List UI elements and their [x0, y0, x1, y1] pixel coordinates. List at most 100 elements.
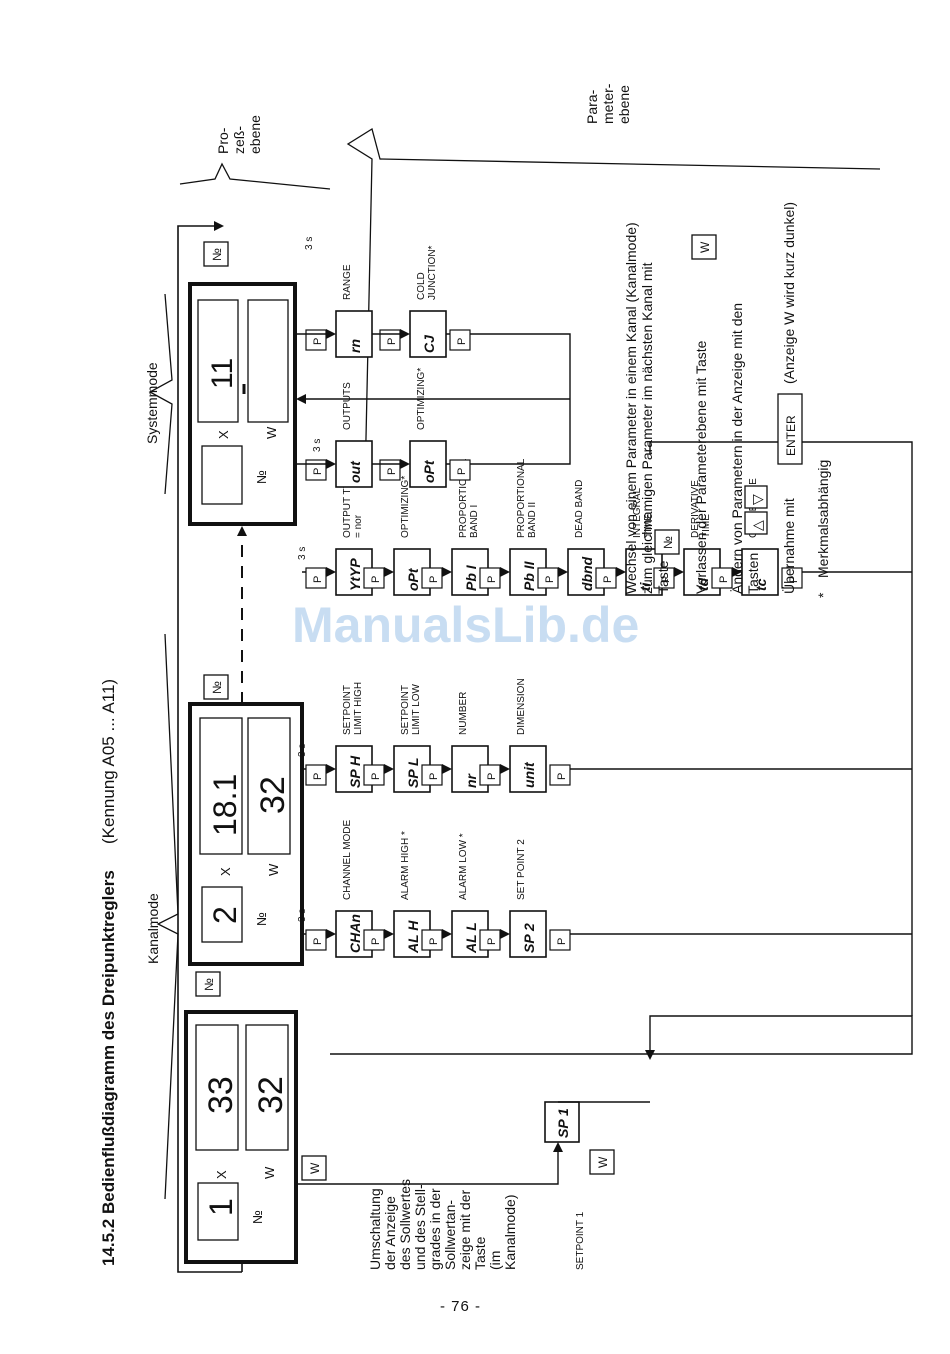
parameter-label-2: meter- — [600, 83, 616, 124]
col2-p-key-2[interactable]: P — [421, 764, 443, 786]
col3-p-key-0-label: P — [312, 576, 324, 583]
col3-param-4[interactable]: dbnd — [567, 548, 605, 596]
w-key-process[interactable]: W — [301, 1155, 327, 1181]
sp1-box[interactable]: SP 1 — [544, 1101, 580, 1143]
col3-p-key-2-label: P — [428, 576, 440, 583]
col3-label-6: TIME — [701, 514, 712, 538]
channel-no-label: № — [254, 912, 269, 926]
col2-p-key-1[interactable]: P — [363, 764, 385, 786]
col3-param-4-code: dbnd — [579, 556, 595, 591]
col1-param-3[interactable]: SP 2 — [509, 910, 547, 958]
col3-param-6-code: td — [695, 577, 711, 591]
col3-p-key-4-label: P — [544, 576, 556, 583]
legend-down-key[interactable]: ▽ — [744, 485, 768, 509]
col1-p-key-2-label: P — [428, 938, 440, 945]
sys-p-key-1[interactable]: P — [379, 459, 401, 481]
col3-param-6[interactable]: td — [683, 548, 721, 596]
col3-param-0[interactable]: YtYP — [335, 548, 373, 596]
heading-title: Bedienflußdiagramm des Dreipunktreglers — [99, 870, 118, 1214]
process-x-value: 33 — [202, 1076, 240, 1114]
col1-p-key-0[interactable]: P — [305, 929, 327, 951]
sys-p-key-end-1[interactable]: P — [449, 459, 471, 481]
left-text-line: und des Stell- — [412, 1184, 428, 1270]
col2-p-key-3[interactable]: P — [479, 764, 501, 786]
legend-line-7: Übernahme mit — [780, 498, 797, 594]
col2-p-key-0-label: P — [312, 773, 324, 780]
no-key-2[interactable]: № — [203, 674, 229, 700]
col3-param-5-code: ti — [637, 581, 653, 591]
col2-param-0[interactable]: SP H — [335, 745, 373, 793]
col1-p-key-2[interactable]: P — [421, 929, 443, 951]
legend-enter-key[interactable]: ENTER — [777, 393, 803, 465]
legend: Wechsel von einem Parameter in einem Kan… — [623, 202, 831, 598]
col2-p-key-0[interactable]: P — [305, 764, 327, 786]
col3-p-key-0[interactable]: P — [305, 567, 327, 589]
legend-line-1: Wechsel von einem Parameter in einem Kan… — [623, 222, 639, 594]
col2-label-1: SETPOINT — [400, 685, 411, 735]
sys-param-2[interactable]: rn — [335, 310, 373, 358]
col3-label-1: OPTIMIZING* — [400, 476, 411, 538]
legend-line-2: zum gleichnamigen Parameter im nächsten … — [639, 262, 655, 594]
col1-p-key-end[interactable]: P — [549, 929, 571, 951]
col3-p-key-3[interactable]: P — [479, 567, 501, 589]
left-text-line: Kanalmode) — [502, 1195, 518, 1271]
sys-p-key-2[interactable]: P — [305, 329, 327, 351]
col1-param-1[interactable]: AL H — [393, 910, 431, 958]
system-display: № X W 11 — [188, 282, 297, 526]
col1-p-key-3[interactable]: P — [479, 929, 501, 951]
w-key-sp1-label: W — [596, 1156, 610, 1168]
sys-param-1[interactable]: oPt — [409, 440, 447, 488]
sys-param-3[interactable]: CJ — [409, 310, 447, 358]
col2-param-3[interactable]: unit — [509, 745, 547, 793]
col3-p-key-6[interactable]: P — [653, 567, 675, 589]
legend-w-key[interactable]: W — [691, 234, 717, 260]
no-key-1[interactable]: № — [195, 971, 221, 997]
sys-p-key-3[interactable]: P — [379, 329, 401, 351]
no-key-3[interactable]: № — [203, 241, 229, 267]
system-parameters: outPOUTPUTSoPtPOPTIMIZING*rnPRANGECJPCOL… — [295, 237, 571, 488]
sys-param-0[interactable]: out — [335, 440, 373, 488]
col2-p-key-end[interactable]: P — [549, 764, 571, 786]
legend-line-5: Ändern von Parametern in der Anzeige mit… — [729, 303, 745, 594]
col1-param-0-code: CHAn — [347, 914, 363, 953]
sys-label-3: COLD — [416, 272, 427, 300]
page-number: - 76 - — [440, 1298, 482, 1315]
legend-up-key-label: △ — [749, 520, 765, 531]
col1-label-1: ALARM HIGH * — [400, 831, 411, 900]
col3-param-1-code: oPt — [405, 567, 421, 591]
col3-p-key-7[interactable]: P — [711, 567, 733, 589]
watermark: ManualsLib.de — [292, 597, 640, 653]
col1-param-2[interactable]: AL L — [451, 910, 489, 958]
process-x-label: X — [214, 1170, 229, 1179]
col3-p-key-1[interactable]: P — [363, 567, 385, 589]
col3-p-key-5[interactable]: P — [595, 567, 617, 589]
kanalmode-label: Kanalmode — [145, 893, 161, 964]
sp1-label: SETPOINT 1 — [575, 1211, 586, 1270]
sys-p-key-end-2[interactable]: P — [449, 329, 471, 351]
left-text-line: (im — [487, 1251, 503, 1270]
col1-p-key-1[interactable]: P — [363, 929, 385, 951]
col3-param-7[interactable]: tc — [741, 548, 779, 596]
col3-p-key-2[interactable]: P — [421, 567, 443, 589]
w-key-sp1[interactable]: W — [589, 1149, 615, 1175]
col3-label-0: OUTPUT TYP — [342, 475, 353, 538]
sys-p-key-0[interactable]: P — [305, 459, 327, 481]
col3-p-key-end[interactable]: P — [781, 567, 803, 589]
col3-param-2-code: Pb I — [463, 564, 479, 591]
channel-x-label: X — [218, 867, 233, 876]
legend-line-3: Taste — [655, 560, 671, 594]
legend-no-key[interactable]: № — [654, 529, 680, 555]
systemmode-brace — [148, 293, 173, 495]
legend-line-9: Merkmalsabhängig — [815, 460, 831, 578]
left-text-line: des Sollwertes — [397, 1179, 413, 1270]
system-w-label: W — [264, 426, 279, 439]
channel-w-value: 32 — [254, 776, 292, 814]
col3-param-1[interactable]: oPt — [393, 548, 431, 596]
sys-hold-1: 3 s — [312, 439, 323, 452]
col1-param-0[interactable]: CHAn — [335, 910, 373, 958]
col3-p-key-4[interactable]: P — [537, 567, 559, 589]
legend-up-key[interactable]: △ — [744, 511, 768, 535]
sys-label-0: OUTPUTS — [342, 382, 353, 430]
channel-display: № X W 2 18.1 32 — [188, 702, 304, 966]
